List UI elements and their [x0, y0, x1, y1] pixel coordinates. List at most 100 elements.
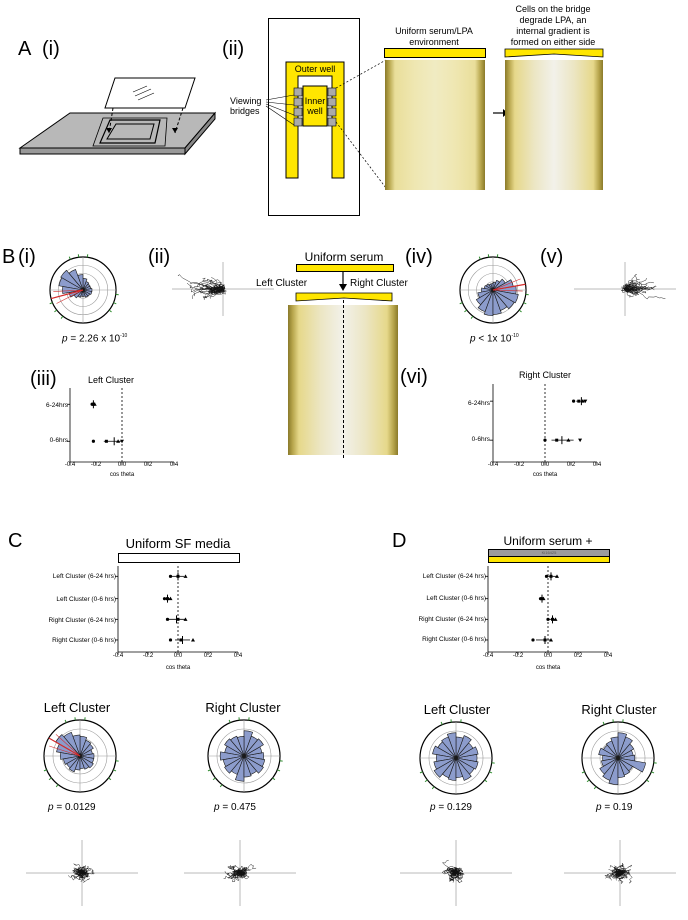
rose-green-tick — [523, 302, 527, 305]
data-point — [555, 438, 559, 442]
rose-wedge — [60, 752, 81, 760]
rose-mean-line — [48, 737, 81, 757]
data-point — [531, 638, 535, 642]
cell-track — [73, 864, 89, 874]
rose-ci-line — [492, 278, 521, 291]
row-label-0-6: 0-6hrs — [49, 437, 68, 444]
rose-wedge — [447, 757, 457, 781]
rose-green-tick — [64, 719, 67, 723]
dot-plot-b-right — [490, 384, 598, 465]
tick-label: 0.4 — [592, 462, 602, 468]
tick-label: -0.4 — [64, 462, 76, 468]
p-value-d-left: p = 0.129 — [430, 802, 472, 813]
cell-track — [78, 871, 86, 876]
data-point — [549, 637, 553, 642]
tick-label: -0.4 — [487, 462, 499, 468]
b-iii-xlabel: cos theta — [109, 472, 135, 478]
p-value-text: < 1x 10 — [478, 333, 512, 345]
tick-label: -0.2 — [142, 653, 154, 659]
data-point — [546, 617, 550, 621]
cell-track — [209, 288, 224, 299]
cell-track — [233, 872, 241, 879]
data-point — [572, 399, 576, 403]
rose-wedge — [598, 747, 619, 759]
p-symbol: p — [214, 802, 220, 813]
cell-track — [77, 870, 85, 875]
data-point — [580, 399, 585, 403]
rose-green-tick — [586, 779, 590, 783]
data-point — [549, 574, 553, 578]
c-xlabel: cos theta — [165, 665, 191, 671]
uniform-serum-title: Uniform serum — [304, 250, 384, 264]
rose-wedge — [617, 732, 628, 759]
row-label: Left Cluster (0-6 hrs) — [426, 595, 486, 602]
rose-plot-d-right — [581, 719, 657, 795]
cell-track — [82, 871, 90, 878]
track-plot-b-right — [574, 262, 676, 316]
data-point — [116, 439, 121, 443]
p-value-d-right: p = 0.19 — [596, 802, 632, 813]
p-value-c-right: p = 0.475 — [214, 802, 256, 813]
cell-track — [449, 872, 459, 882]
p-value-b-right: p < 1x 10-10 — [470, 333, 519, 344]
panel-b-ii-label: (ii) — [148, 246, 171, 268]
tick-label: 0.2 — [573, 653, 583, 659]
rose-green-tick — [419, 771, 423, 774]
track-plot-d-right — [564, 840, 676, 906]
rose-green-tick — [60, 315, 64, 319]
cell-track — [239, 869, 250, 880]
rose-green-tick — [272, 777, 276, 781]
data-point — [165, 617, 170, 621]
p-symbol: p — [596, 802, 602, 813]
tick-label: 0.2 — [566, 462, 576, 468]
p-value-b-left: p = 2.26 x 10-10 — [62, 333, 127, 344]
tick-label: 0.0 — [543, 653, 553, 659]
data-point — [583, 399, 588, 404]
rose-wedge — [77, 289, 84, 298]
rose-mean-line — [50, 289, 84, 300]
rose-green-tick — [484, 779, 488, 783]
row-label: Left Cluster (6-24 hrs) — [422, 573, 486, 580]
cell-track — [239, 868, 251, 876]
rose-plot-c-left — [43, 717, 119, 793]
data-point — [91, 439, 95, 443]
cell-track — [624, 280, 635, 290]
cell-track — [215, 288, 226, 295]
cell-track — [189, 282, 224, 292]
rose-wedge — [455, 757, 479, 770]
cell-track — [229, 865, 243, 874]
rose-green-tick — [212, 777, 216, 781]
row-label-0-6: 0-6hrs — [471, 436, 490, 443]
data-point — [104, 439, 108, 443]
cell-track — [450, 871, 457, 875]
rose-green-tick — [602, 721, 605, 725]
rose-wedge — [492, 281, 497, 291]
cell-track — [624, 287, 637, 296]
panel-d-letter: D — [392, 530, 407, 552]
cell-track — [453, 869, 461, 874]
data-point — [162, 597, 167, 601]
cell-track — [223, 872, 243, 879]
chamber-3d-illustration — [18, 77, 217, 156]
tick-label: 0.0 — [117, 462, 127, 468]
cell-track — [75, 868, 85, 877]
rose-wedge — [492, 289, 519, 304]
panel-b-v-label: (v) — [540, 246, 564, 268]
rose-wedge — [219, 751, 245, 761]
cell-track — [448, 872, 457, 879]
rose-wedge — [492, 278, 506, 291]
row-label-6-24: 6-24hrs — [467, 400, 490, 407]
tick-label: 0.0 — [173, 653, 183, 659]
rose-ci-line — [53, 289, 84, 292]
rose-wedge — [432, 745, 457, 759]
rose-wedge — [74, 755, 81, 771]
b-iii-title: Left Cluster — [87, 375, 135, 385]
uniform-gradient-bar — [384, 48, 486, 58]
cell-track — [453, 872, 463, 883]
rose-green-tick — [219, 784, 223, 788]
data-point — [543, 438, 547, 442]
data-point — [168, 596, 173, 601]
inner-well-line-2: well — [307, 106, 323, 116]
d-xlabel: cos theta — [535, 665, 561, 671]
row-label: Left Cluster (6-24 hrs) — [52, 573, 116, 580]
